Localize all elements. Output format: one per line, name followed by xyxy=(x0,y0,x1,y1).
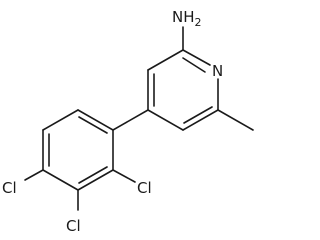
molecule-diagram: NH2 N Cl Cl Cl xyxy=(2,8,254,235)
chlorine-meta-label: Cl xyxy=(66,217,81,235)
trichlorophenyl-ring xyxy=(42,109,114,191)
bond-p5-p6-inner xyxy=(78,166,108,184)
bond-p1-p2 xyxy=(77,109,114,131)
bond-c4-c5 xyxy=(147,109,184,131)
bond-p2-p3 xyxy=(42,109,79,131)
bond-c5-c6 xyxy=(182,109,219,131)
pyridine-ring xyxy=(147,49,219,131)
bond-n1-c2 xyxy=(182,49,211,66)
amine-label: NH2 xyxy=(172,8,202,29)
ring-nitrogen-label: N xyxy=(212,62,223,80)
structure-drawing: NH2 N Cl Cl Cl xyxy=(2,8,254,235)
bond-p6-cl xyxy=(112,169,136,183)
bond-c2-c3 xyxy=(147,49,184,71)
chlorine-bonds xyxy=(24,169,136,211)
bond-c4-phenyl xyxy=(112,109,149,131)
bond-p4-p5 xyxy=(42,169,79,191)
bond-c6-methyl xyxy=(217,109,254,131)
bond-c5-c6-inner xyxy=(183,106,213,124)
chlorine-para-label: Cl xyxy=(2,179,17,197)
bond-n1-c2-inner xyxy=(182,57,206,73)
bond-p4-cl xyxy=(24,169,44,181)
bond-p5-p6 xyxy=(77,169,114,191)
bond-p1-p2-inner xyxy=(78,116,108,134)
chlorine-ortho-label: Cl xyxy=(137,179,152,197)
substituent-bonds xyxy=(112,26,254,131)
